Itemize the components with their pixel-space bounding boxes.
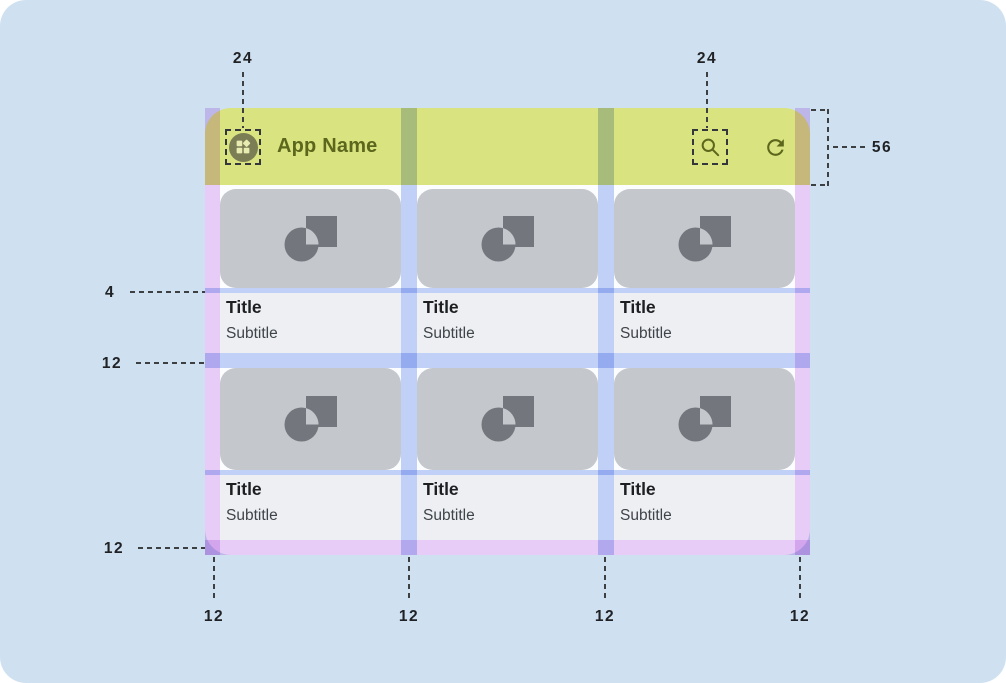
right-margin-overlay <box>795 108 810 555</box>
card-title: Title <box>423 297 459 317</box>
search-icon <box>701 138 719 156</box>
refresh-button[interactable] <box>761 133 789 161</box>
image-placeholder-icon <box>284 215 337 261</box>
appbar-icon-measure-box <box>225 129 261 165</box>
measure-tick <box>811 109 829 111</box>
measure-line <box>799 557 801 601</box>
card-title: Title <box>620 297 656 317</box>
image-placeholder-icon <box>678 215 731 261</box>
card-subtitle: Subtitle <box>226 506 278 524</box>
measure-label-24-right: 24 <box>696 50 718 67</box>
search-icon-measure-box <box>692 129 728 165</box>
card-subtitle: Subtitle <box>620 506 672 524</box>
measure-line <box>242 72 244 128</box>
gap-overlay-4 <box>205 288 810 293</box>
app-logo-button[interactable] <box>228 132 258 162</box>
card-image[interactable] <box>220 189 401 288</box>
measure-line <box>213 557 215 601</box>
search-button[interactable] <box>699 136 722 159</box>
app-title: App Name <box>277 135 378 157</box>
card-subtitle: Subtitle <box>423 324 475 342</box>
refresh-icon <box>766 138 784 156</box>
card-text-block[interactable]: Title Subtitle <box>614 293 795 353</box>
measure-label-12-right-edge: 12 <box>789 608 811 625</box>
measure-line <box>130 291 205 293</box>
measure-label-12-gutter-1: 12 <box>398 608 420 625</box>
measure-label-24-left: 24 <box>232 50 254 67</box>
card-image[interactable] <box>614 368 795 470</box>
card-image[interactable] <box>417 189 598 288</box>
card-text-block[interactable]: Title Subtitle <box>220 475 401 540</box>
measure-label-12-bottom-margin: 12 <box>103 540 125 557</box>
left-margin-overlay <box>205 108 220 555</box>
image-placeholder-icon <box>678 396 731 442</box>
measure-line <box>706 72 708 128</box>
bottom-margin-overlay <box>205 540 810 555</box>
gutter-overlay <box>401 108 417 555</box>
gutter-overlay <box>598 108 614 555</box>
measure-label-56: 56 <box>871 139 893 156</box>
app-mockup: Title Subtitle Title Subtitle Title Subt… <box>205 108 810 555</box>
measure-label-4: 4 <box>104 284 116 301</box>
top-app-bar: App Name <box>205 108 810 185</box>
card-image[interactable] <box>220 368 401 470</box>
measure-line <box>408 557 410 601</box>
widgets-icon <box>236 139 251 154</box>
gap-overlay-4 <box>205 470 810 475</box>
card-subtitle: Subtitle <box>423 506 475 524</box>
card-image[interactable] <box>614 189 795 288</box>
measure-label-12-left-edge: 12 <box>203 608 225 625</box>
image-placeholder-icon <box>284 396 337 442</box>
measure-line <box>827 109 829 186</box>
card-title: Title <box>226 297 262 317</box>
card-subtitle: Subtitle <box>226 324 278 342</box>
card-image[interactable] <box>417 368 598 470</box>
card-text-block[interactable]: Title Subtitle <box>417 475 598 540</box>
measure-line <box>833 146 865 148</box>
card-text-block[interactable]: Title Subtitle <box>220 293 401 353</box>
gap-overlay-12 <box>205 353 810 368</box>
measure-line <box>604 557 606 601</box>
card-text-block[interactable]: Title Subtitle <box>614 475 795 540</box>
card-text-block[interactable]: Title Subtitle <box>417 293 598 353</box>
card-subtitle: Subtitle <box>620 324 672 342</box>
measure-line <box>136 362 205 364</box>
measure-line <box>138 547 205 549</box>
image-placeholder-icon <box>481 215 534 261</box>
card-title: Title <box>620 479 656 499</box>
appbar-overlay <box>205 108 810 185</box>
measure-tick <box>811 184 829 186</box>
card-title: Title <box>226 479 262 499</box>
measure-label-12-gutter-2: 12 <box>594 608 616 625</box>
card-title: Title <box>423 479 459 499</box>
image-placeholder-icon <box>481 396 534 442</box>
measure-label-12-row-gap: 12 <box>101 355 123 372</box>
